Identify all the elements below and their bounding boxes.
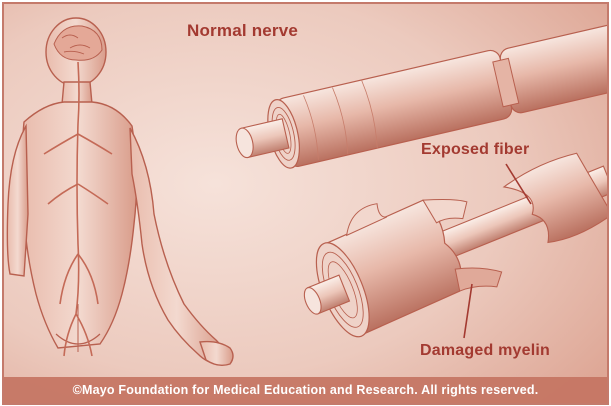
copyright-notice: ©Mayo Foundation for Medical Education a…	[4, 377, 607, 403]
damaged-myelin-label: Damaged myelin	[420, 342, 550, 360]
normal-nerve-label: Normal nerve	[187, 21, 298, 41]
exposed-fiber-label: Exposed fiber	[421, 141, 529, 159]
